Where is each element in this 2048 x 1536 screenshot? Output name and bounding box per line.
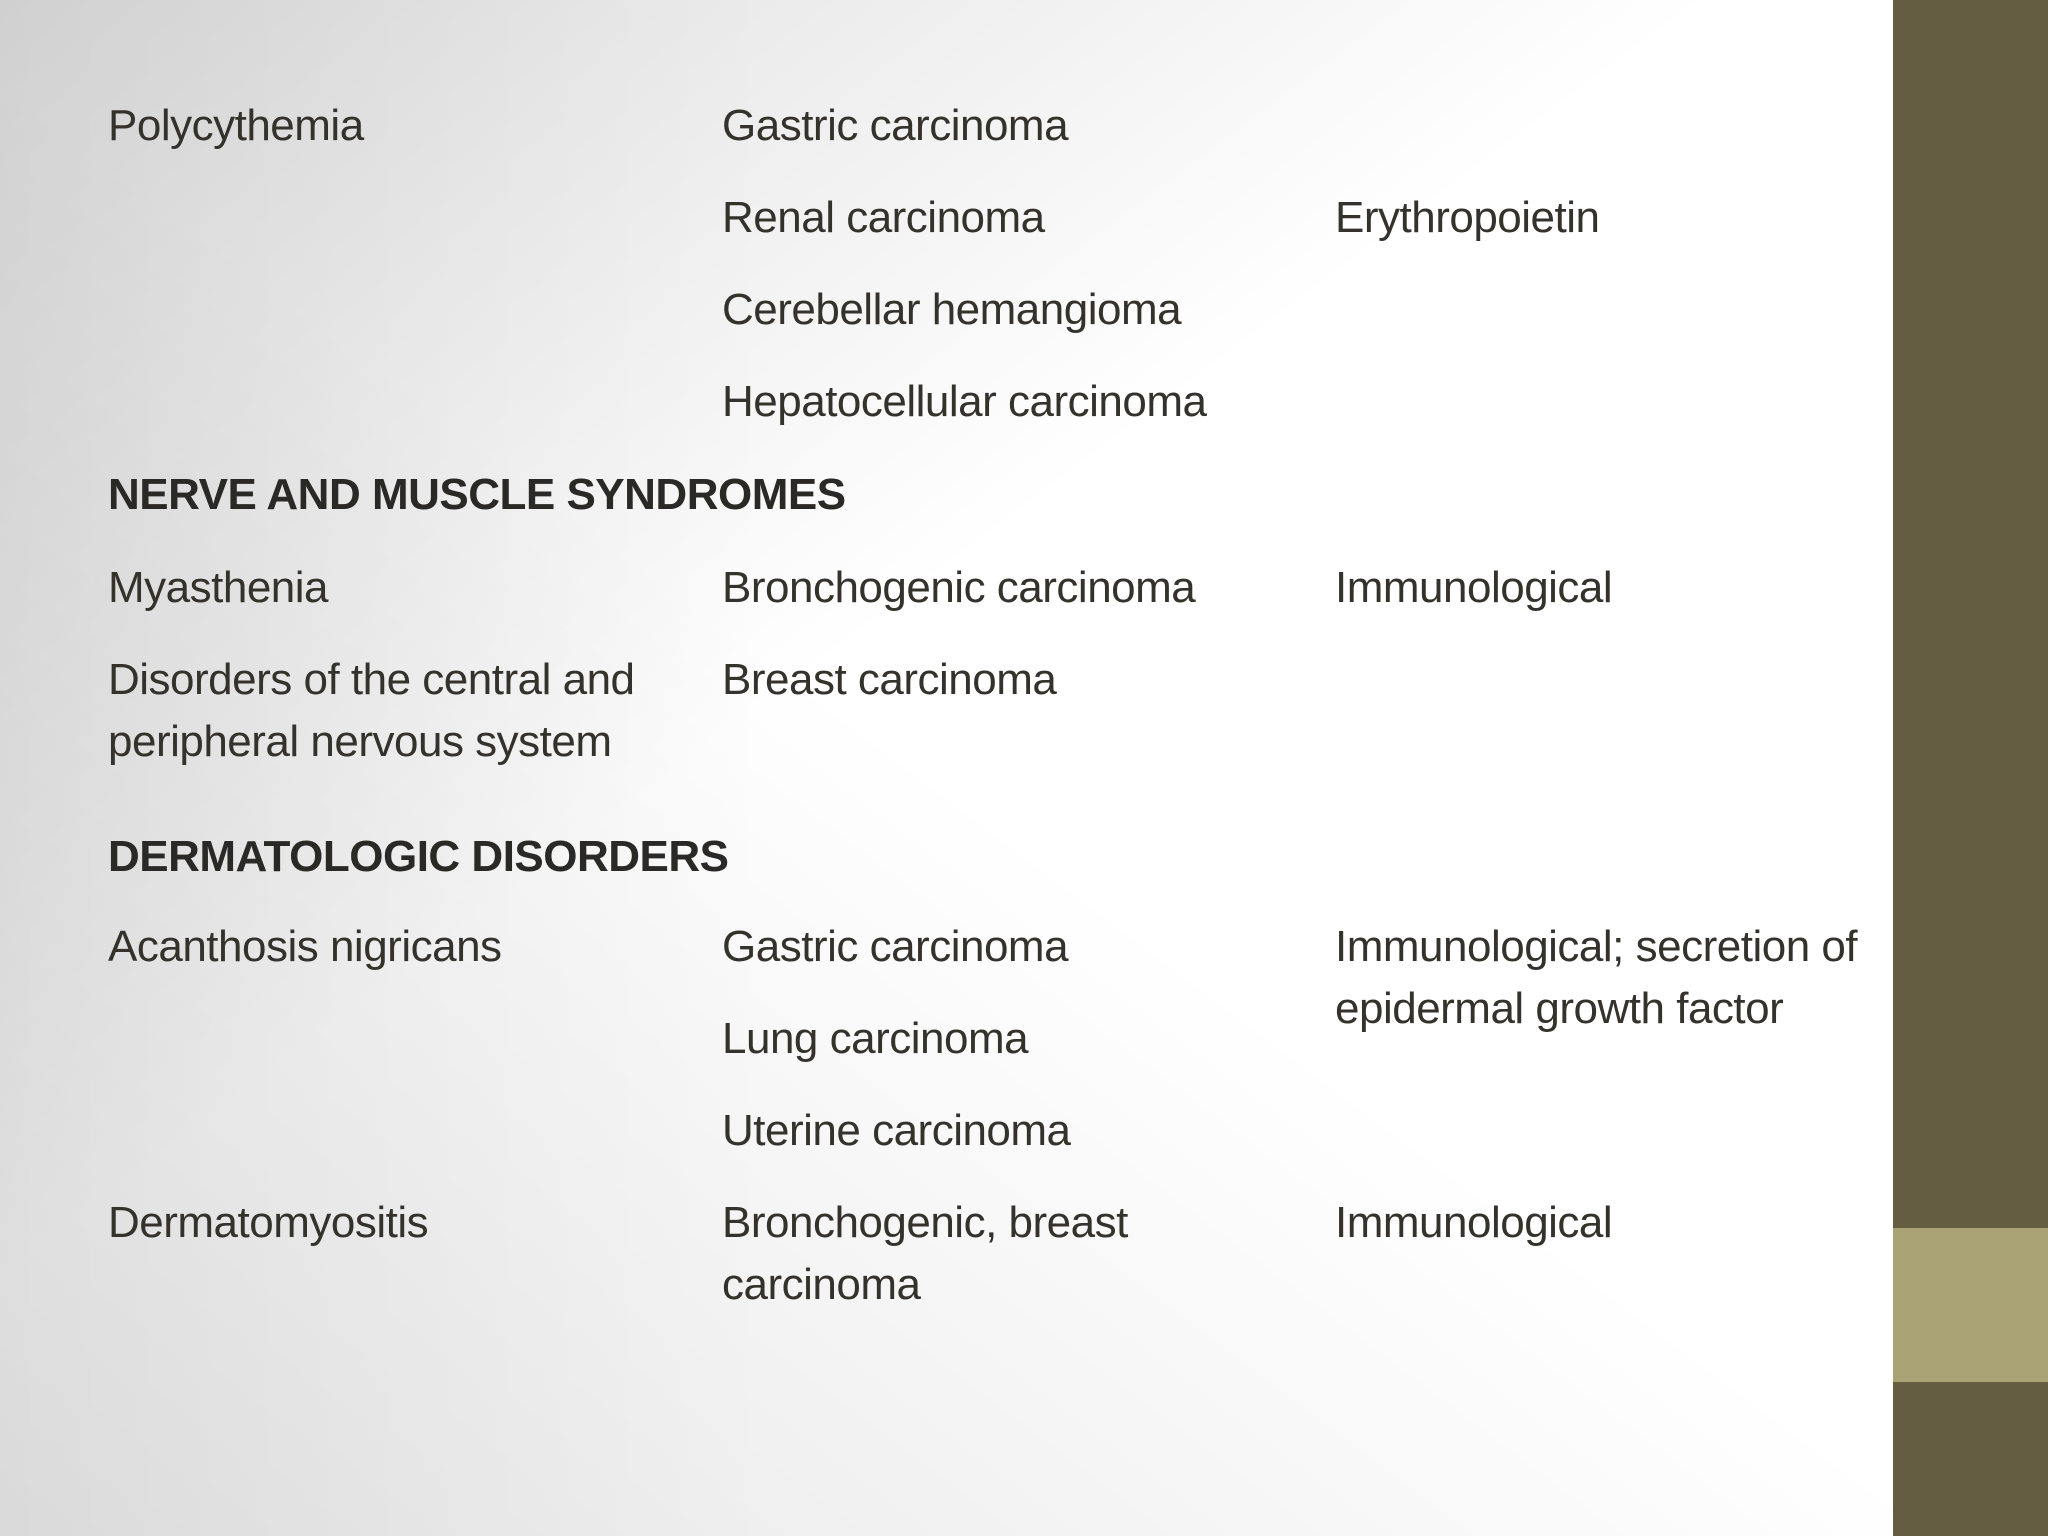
cancer-cell: Breast carcinoma xyxy=(722,655,1057,704)
section-header-nerve-muscle: NERVE AND MUSCLE SYNDROMES xyxy=(108,470,846,519)
syndrome-cell: Acanthosis nigricans xyxy=(108,922,502,971)
syndrome-cell: Disorders of the central and peripheral … xyxy=(108,655,635,766)
cancer-cell: Bronchogenic, breast carcinoma xyxy=(722,1198,1128,1309)
section-header-dermatologic: DERMATOLOGIC DISORDERS xyxy=(108,832,729,881)
syndrome-cell: Polycythemia xyxy=(108,101,364,150)
mechanism-cell: Immunological xyxy=(1335,1198,1613,1247)
right-sidebar-accent-block xyxy=(1893,1228,2048,1382)
cancer-cell: Bronchogenic carcinoma xyxy=(722,563,1196,612)
cancer-cell: Lung carcinoma xyxy=(722,1014,1029,1063)
cancer-cell: Cerebellar hemangioma xyxy=(722,285,1182,334)
cancer-cell: Hepatocellular carcinoma xyxy=(722,377,1207,426)
syndrome-cell: Dermatomyositis xyxy=(108,1198,429,1247)
mechanism-cell: Immunological xyxy=(1335,563,1613,612)
mechanism-cell: Immunological; secretion of epidermal gr… xyxy=(1335,922,1858,1033)
cancer-cell: Renal carcinoma xyxy=(722,193,1045,242)
mechanism-cell: Erythropoietin xyxy=(1335,193,1600,242)
cancer-cell: Uterine carcinoma xyxy=(722,1106,1071,1155)
syndrome-cell: Myasthenia xyxy=(108,563,329,612)
cancer-cell: Gastric carcinoma xyxy=(722,922,1069,971)
cancer-cell: Gastric carcinoma xyxy=(722,101,1069,150)
